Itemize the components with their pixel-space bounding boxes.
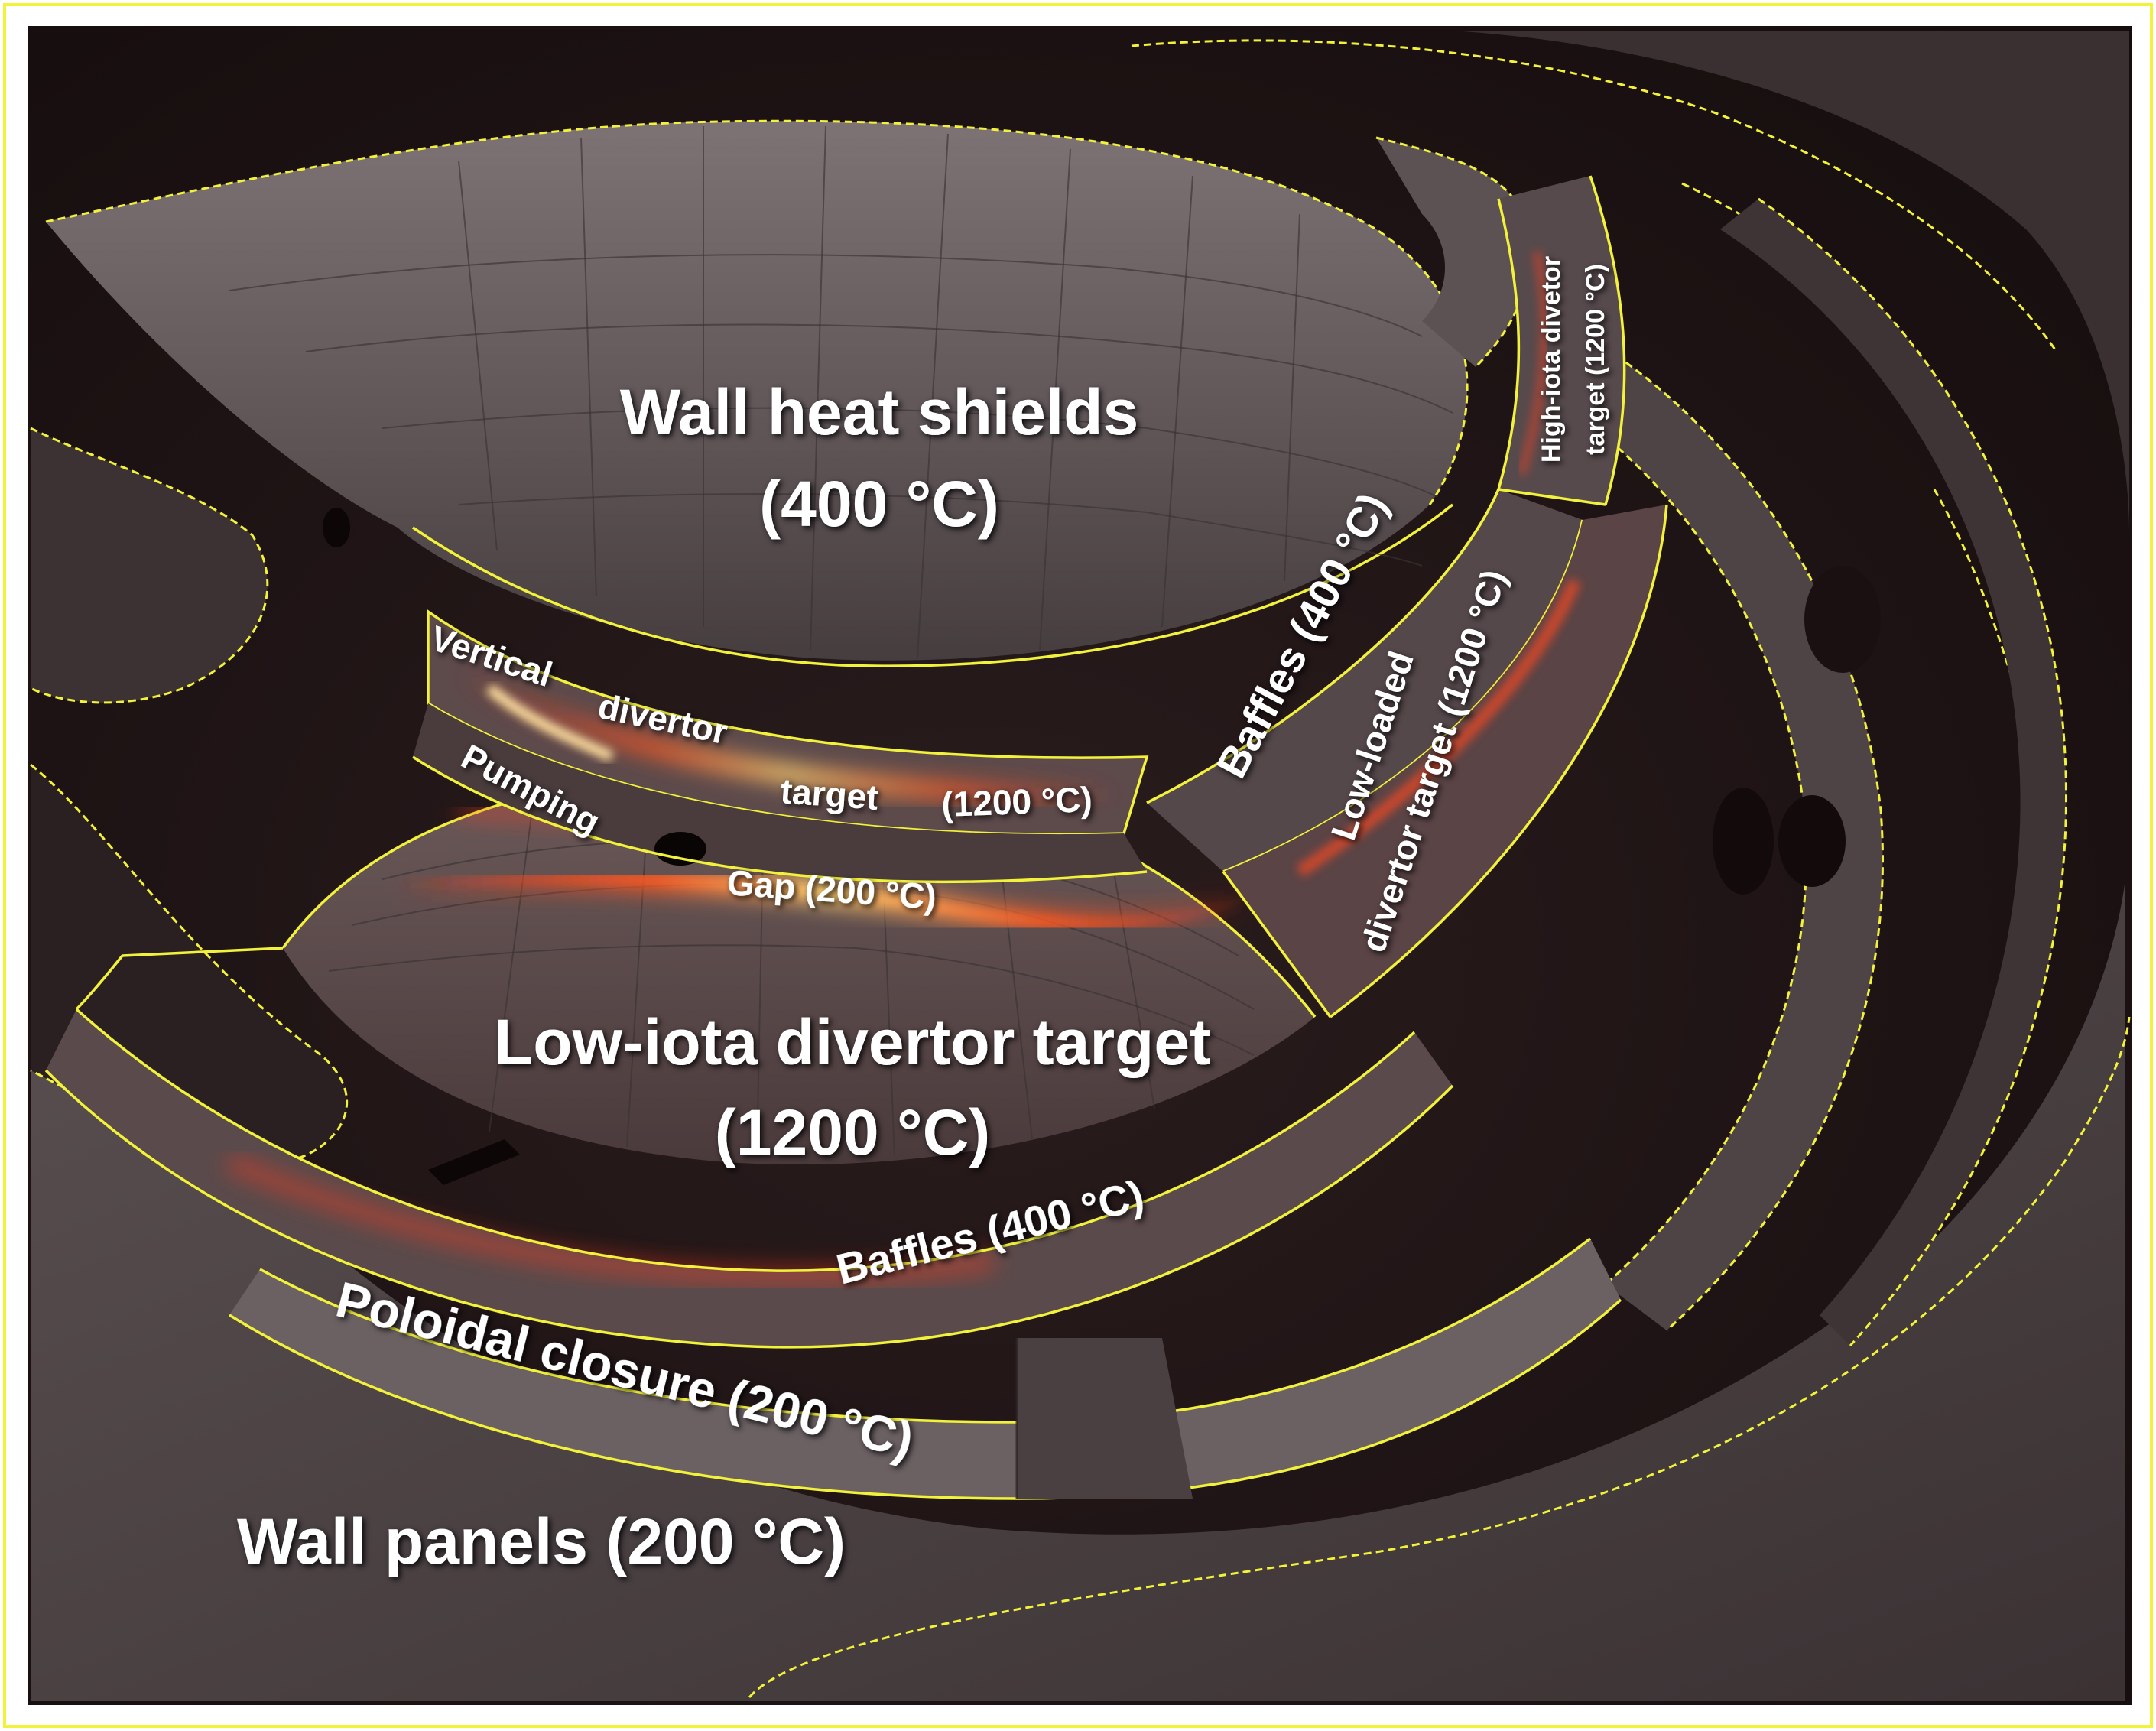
wall-heat-shields-surface [45, 119, 1531, 667]
pumping-gap-surface [412, 703, 1148, 884]
label-wall-heat-shields-temp: (400 °C) [759, 468, 999, 540]
label-high-iota-line2: target (1200 °C) [1581, 264, 1610, 455]
low-loaded-divertor-target-surface [1222, 504, 1668, 1018]
label-vertical-word3: target [779, 771, 879, 817]
high-iota-divertor-target-surface [1497, 175, 1626, 506]
label-wall-heat-shields: Wall heat shields [620, 376, 1138, 448]
label-low-iota-temp: (1200 °C) [715, 1096, 990, 1168]
label-low-iota: Low-iota divertor target [494, 1006, 1211, 1078]
upper-baffles-surface [1146, 489, 1584, 873]
poloidal-closure-surface [229, 1237, 1622, 1500]
outer-ring-bands [1528, 197, 2067, 1347]
label-wall-panels: Wall panels (200 °C) [237, 1505, 846, 1577]
lower-baffles-surface [44, 947, 1454, 1349]
label-high-iota-line1: High-iota divetor [1537, 256, 1566, 463]
vertical-divertor-target-surface [427, 609, 1149, 836]
label-vertical-temp: (1200 °C) [941, 779, 1093, 824]
